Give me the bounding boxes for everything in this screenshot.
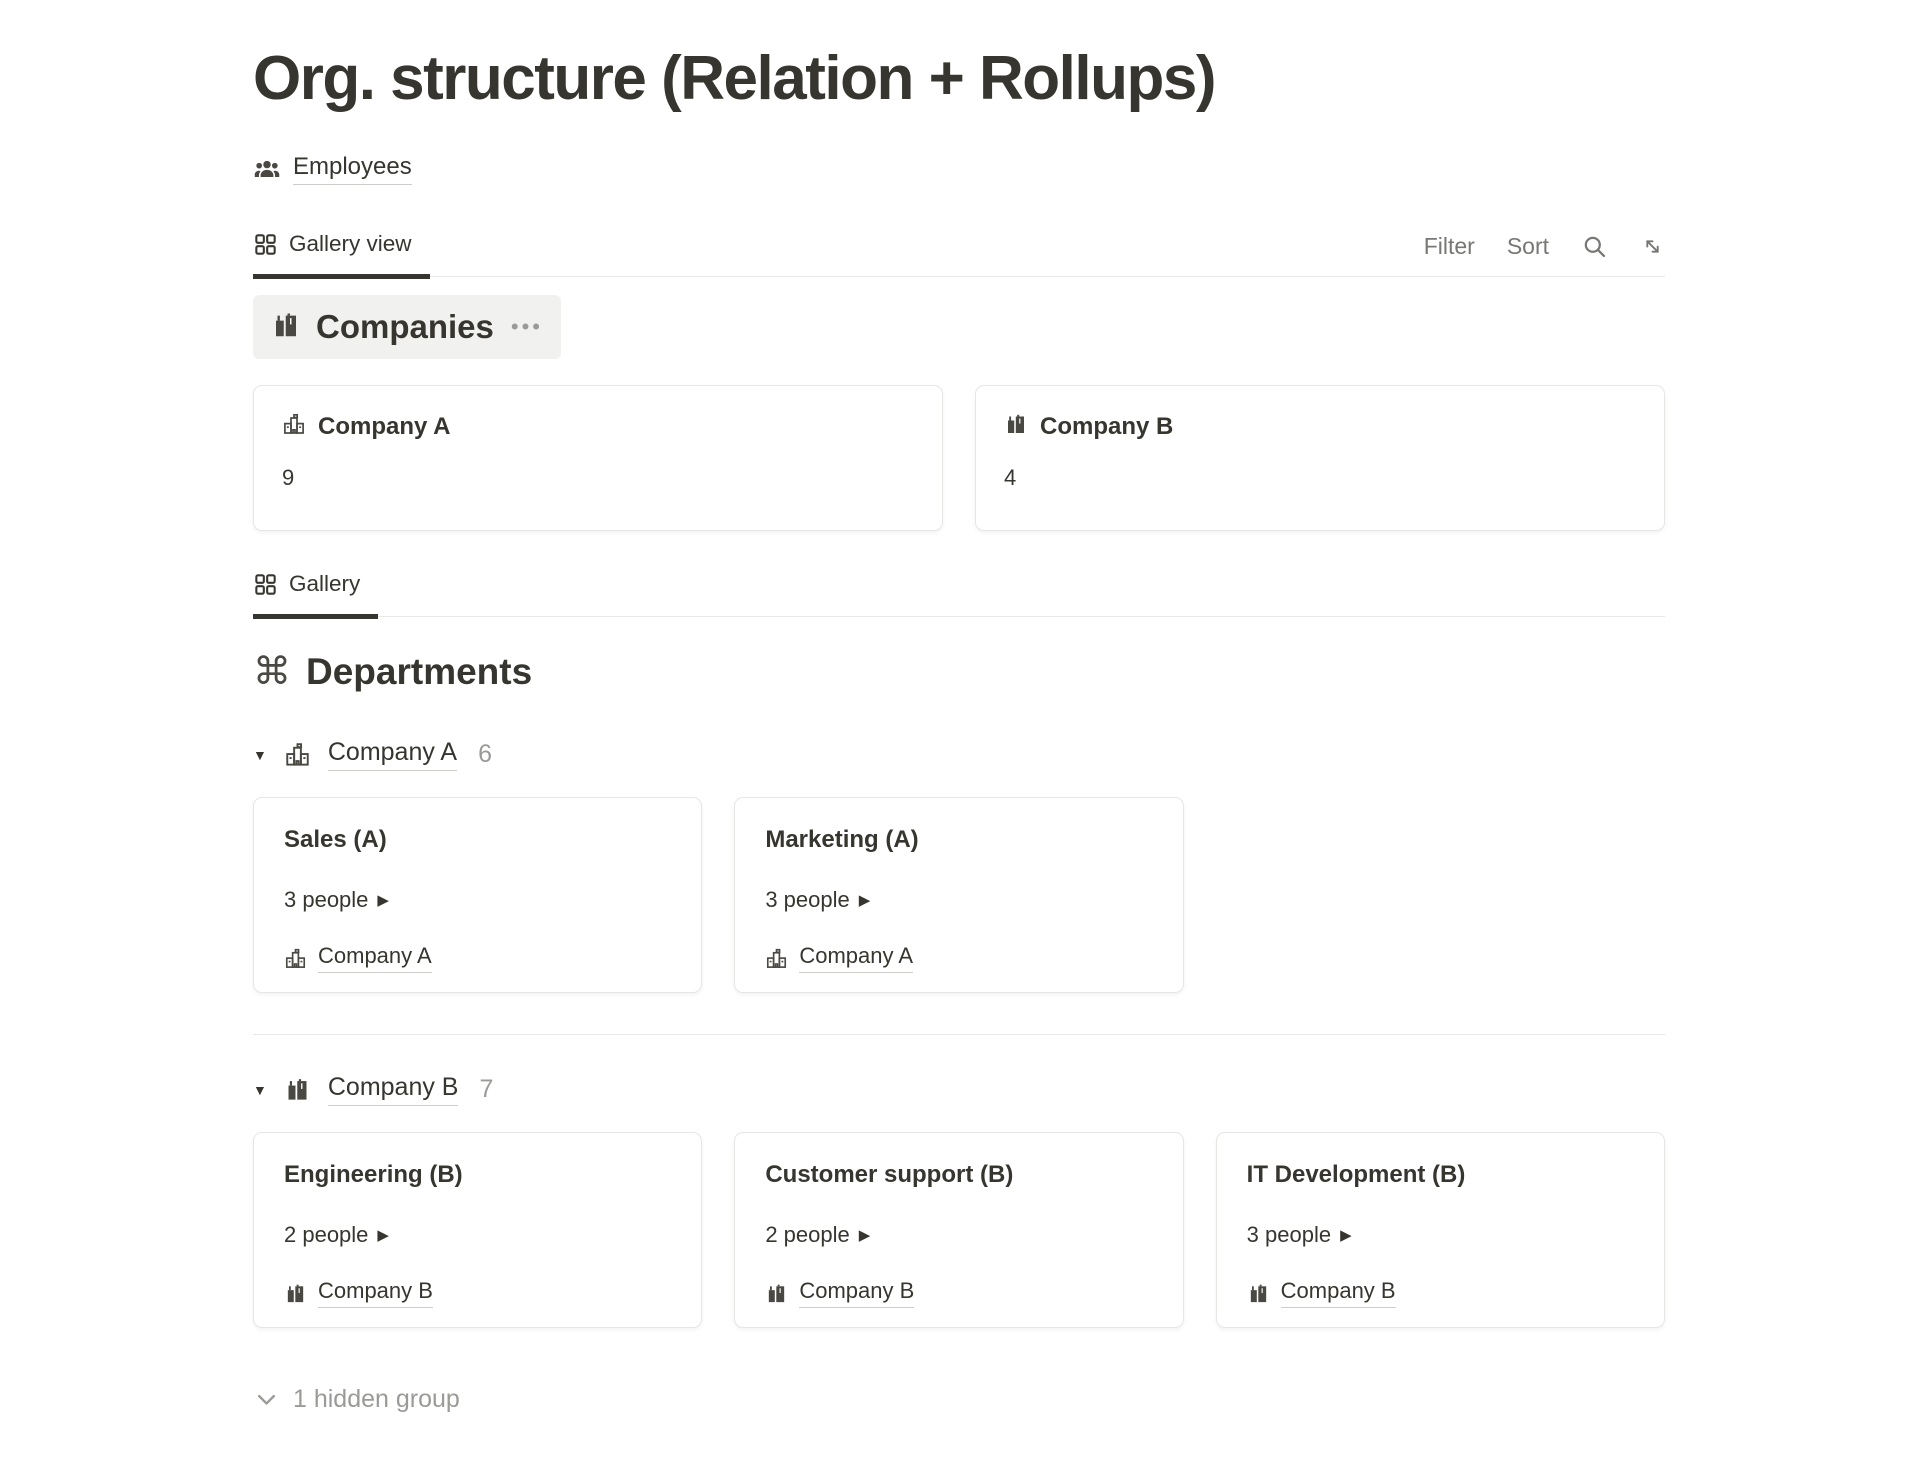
school-building-icon (284, 947, 307, 970)
department-card[interactable]: Sales (A) 3 people Company A (253, 797, 703, 994)
tab-gallery[interactable]: Gallery (253, 571, 379, 619)
company-card[interactable]: Company B 4 (975, 385, 1665, 532)
department-card-title: Customer support (B) (765, 1161, 1014, 1189)
gallery-icon (253, 572, 278, 597)
department-card[interactable]: Marketing (A) 3 people Company A (734, 797, 1184, 994)
company-relation-label: Company B (799, 1278, 915, 1309)
people-count: 2 people (765, 1222, 850, 1248)
department-card-title: Sales (A) (284, 826, 387, 854)
city-buildings-icon (284, 1076, 311, 1103)
collapse-triangle-icon[interactable] (253, 1083, 267, 1097)
employees-page-link[interactable]: Employees (253, 153, 412, 186)
companies-cards-row: Company A 9 Company B 4 (253, 385, 1665, 532)
people-count: 2 people (284, 1222, 369, 1248)
expand-triangle-icon[interactable] (377, 893, 389, 908)
departments-cards-row-b: Engineering (B) 2 people Company B Custo… (253, 1132, 1665, 1329)
department-card-title: Marketing (A) (765, 826, 919, 854)
city-buildings-icon (765, 1282, 788, 1305)
school-building-icon (282, 412, 306, 441)
group-link-company-a[interactable]: Company A (327, 738, 458, 772)
hidden-group-toggle[interactable]: 1 hidden group (253, 1385, 460, 1414)
group-header-company-a: Company A 6 (253, 738, 1665, 772)
tab-gallery-view[interactable]: Gallery view (253, 231, 430, 279)
command-icon (253, 653, 291, 691)
gallery-icon (253, 232, 278, 257)
school-building-icon (284, 741, 311, 768)
group-divider (253, 1034, 1665, 1036)
hidden-group-label: 1 hidden group (293, 1385, 460, 1414)
departments-title-label: Departments (306, 651, 533, 693)
department-card[interactable]: Engineering (B) 2 people Company B (253, 1132, 703, 1329)
company-relation-label: Company B (1280, 1278, 1396, 1309)
school-building-icon (765, 947, 788, 970)
expand-icon[interactable] (1640, 234, 1665, 259)
company-relation-link[interactable]: Company B (765, 1278, 915, 1309)
toolbar-actions: Filter Sort (1424, 231, 1665, 260)
company-relation-label: Company A (799, 943, 914, 974)
group-link-company-b[interactable]: Company B (327, 1073, 459, 1107)
group-count: 6 (478, 740, 493, 769)
ellipsis-menu-icon[interactable] (509, 316, 543, 338)
city-buildings-icon (284, 1282, 307, 1305)
department-card-title: IT Development (B) (1246, 1161, 1466, 1189)
departments-view-toolbar: Gallery (253, 571, 1665, 619)
tab-gallery-view-label: Gallery view (289, 231, 412, 257)
people-count: 3 people (765, 887, 850, 913)
search-icon[interactable] (1581, 233, 1608, 260)
companies-group-label: Companies (316, 308, 494, 346)
tab-gallery-label: Gallery (289, 571, 361, 597)
company-relation-link[interactable]: Company B (1247, 1278, 1396, 1309)
company-relation-label: Company B (318, 1278, 433, 1309)
group-count: 7 (479, 1075, 494, 1104)
people-count: 3 people (1246, 1222, 1332, 1248)
departments-section-title: Departments (253, 651, 1665, 693)
collapse-triangle-icon[interactable] (253, 748, 267, 762)
department-card[interactable]: IT Development (B) 3 people Company B (1215, 1132, 1665, 1329)
company-relation-link[interactable]: Company A (284, 943, 432, 974)
rollup-value: 9 (282, 465, 295, 491)
expand-triangle-icon[interactable] (1340, 1228, 1352, 1243)
expand-triangle-icon[interactable] (859, 893, 871, 908)
city-buildings-icon (1004, 412, 1028, 441)
filter-button[interactable]: Filter (1423, 233, 1475, 260)
sort-button[interactable]: Sort (1506, 233, 1549, 260)
expand-triangle-icon[interactable] (859, 1228, 871, 1243)
people-icon (253, 155, 281, 183)
expand-triangle-icon[interactable] (377, 1228, 389, 1243)
department-card-title: Engineering (B) (284, 1161, 463, 1189)
company-card[interactable]: Company A 9 (253, 385, 943, 532)
group-header-company-b: Company B 7 (253, 1073, 1665, 1107)
company-relation-link[interactable]: Company A (765, 943, 914, 974)
company-card-title: Company B (1040, 412, 1174, 440)
company-relation-link[interactable]: Company B (284, 1278, 433, 1309)
company-relation-label: Company A (318, 943, 432, 974)
chevron-down-icon (253, 1386, 280, 1413)
page-title: Org. structure (Relation + Rollups) (253, 44, 1217, 113)
rollup-value: 4 (1004, 465, 1017, 491)
people-count: 3 people (284, 887, 369, 913)
notion-page: Org. structure (Relation + Rollups) Empl… (0, 0, 1665, 1414)
city-buildings-icon (1247, 1282, 1270, 1305)
departments-cards-row-a: Sales (A) 3 people Company A Marketing (… (253, 797, 1665, 994)
companies-group-header[interactable]: Companies (253, 295, 561, 360)
company-card-title: Company A (318, 412, 451, 440)
department-card[interactable]: Customer support (B) 2 people Company B (734, 1132, 1184, 1329)
employees-link-label: Employees (293, 153, 412, 186)
view-toolbar: Gallery view Filter Sort (253, 231, 1665, 279)
city-buildings-icon (271, 310, 301, 345)
